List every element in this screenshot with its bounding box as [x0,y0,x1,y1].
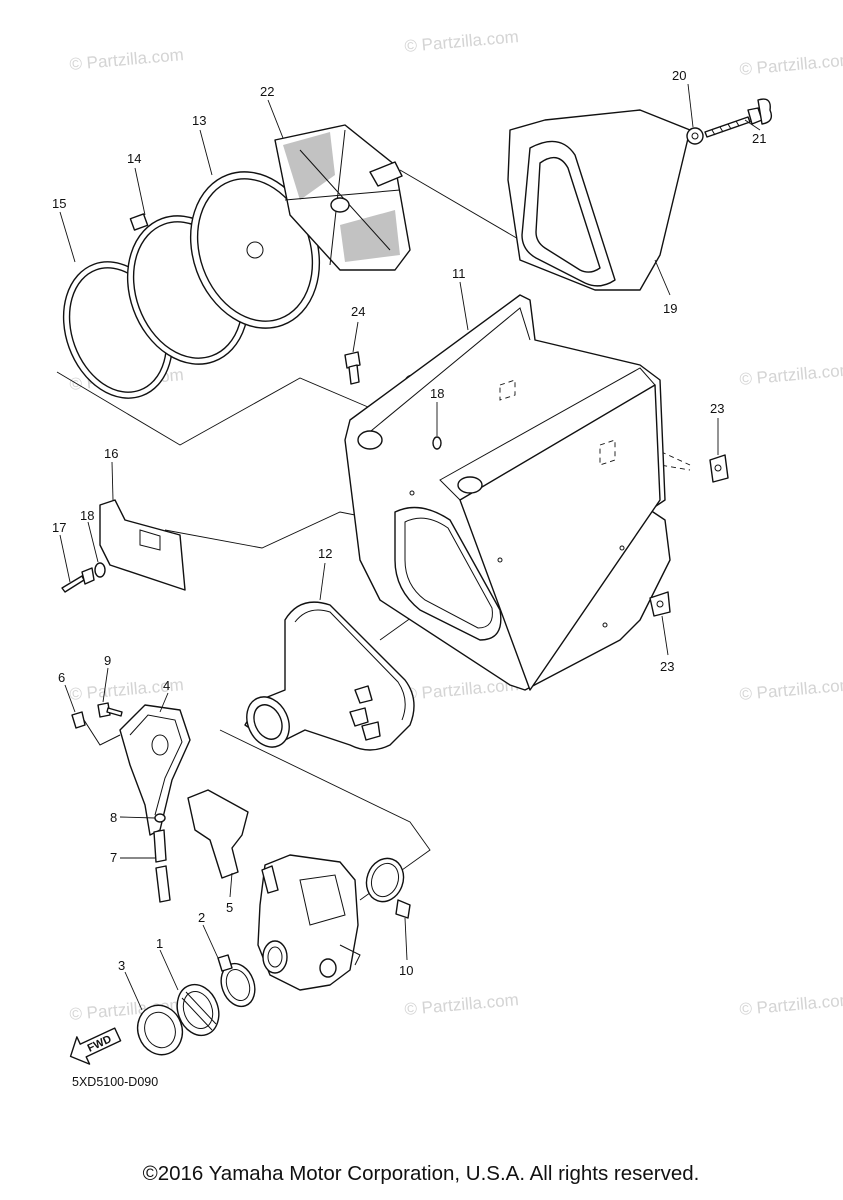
callout-13: 13 [192,113,206,128]
part-9-bolt[interactable] [97,702,123,718]
part-4-joint-plate[interactable] [119,704,191,836]
part-17-screw[interactable] [61,567,95,593]
part-6-clip[interactable] [71,711,121,746]
watermark: © Partzilla.com [739,360,843,389]
part-12-duct[interactable] [239,601,415,754]
watermark: © Partzilla.com [739,675,843,704]
callout-4: 4 [163,678,170,693]
callout-5: 5 [226,900,233,915]
callout-6: 6 [58,670,65,685]
callout-10: 10 [399,963,413,978]
carburetor [257,854,361,991]
watermark: © Partzilla.com [739,50,843,79]
part-20-washer[interactable] [686,127,704,145]
callout-23b: 23 [660,659,674,674]
callout-20: 20 [672,68,686,83]
part-22-cage[interactable] [274,124,411,271]
part-21-bolt[interactable] [704,98,773,138]
callout-19: 19 [663,301,677,316]
part-7-hose[interactable] [153,829,171,903]
callout-3: 3 [118,958,125,973]
part-8-clamp[interactable] [154,813,166,823]
part-23-nut-top[interactable] [709,454,729,483]
part-2-clamp[interactable] [215,954,260,1011]
callout-18a: 18 [430,386,444,401]
part-11-air-box[interactable] [344,294,671,691]
part-5-gasket[interactable] [187,789,249,879]
callout-23a: 23 [710,401,724,416]
callout-18b: 18 [80,508,94,523]
diagram-code: 5XD5100-D090 [72,1075,158,1089]
callout-9: 9 [104,653,111,668]
part-18-washer-top[interactable] [432,436,442,450]
leader-lines [59,83,761,1011]
callout-21: 21 [752,131,766,146]
callout-24: 24 [351,304,365,319]
part-1-joint[interactable] [170,979,225,1042]
copyright-footer: ©2016 Yamaha Motor Corporation, U.S.A. A… [143,1162,700,1185]
fwd-label: FWD [86,1033,114,1054]
part-24-bolt[interactable] [344,351,361,385]
callout-2: 2 [198,910,205,925]
callout-8: 8 [110,810,117,825]
part-3-cap[interactable] [131,999,189,1061]
part-19-filter[interactable] [507,109,691,291]
part-16-plate[interactable] [99,499,186,591]
callout-11: 11 [452,266,466,281]
callout-1: 1 [156,936,163,951]
watermark: © Partzilla.com [69,45,185,74]
part-10-band[interactable] [361,853,411,919]
callout-7: 7 [110,850,117,865]
callout-12: 12 [318,546,332,561]
part-18-washer-left[interactable] [94,562,106,578]
callout-22: 22 [260,84,274,99]
callout-17: 17 [52,520,66,535]
part-23-nut-bottom[interactable] [649,591,671,617]
watermark: © Partzilla.com [404,990,520,1019]
callout-15: 15 [52,196,66,211]
part-13-cap[interactable] [169,154,340,347]
fwd-arrow: FWD [69,1027,122,1065]
callout-14: 14 [127,151,141,166]
callouts: 1 2 3 4 5 6 7 8 9 10 11 12 13 14 15 16 1… [52,68,766,978]
watermark: © Partzilla.com [739,990,843,1019]
callout-16: 16 [104,446,118,461]
watermark: © Partzilla.com [404,27,520,56]
